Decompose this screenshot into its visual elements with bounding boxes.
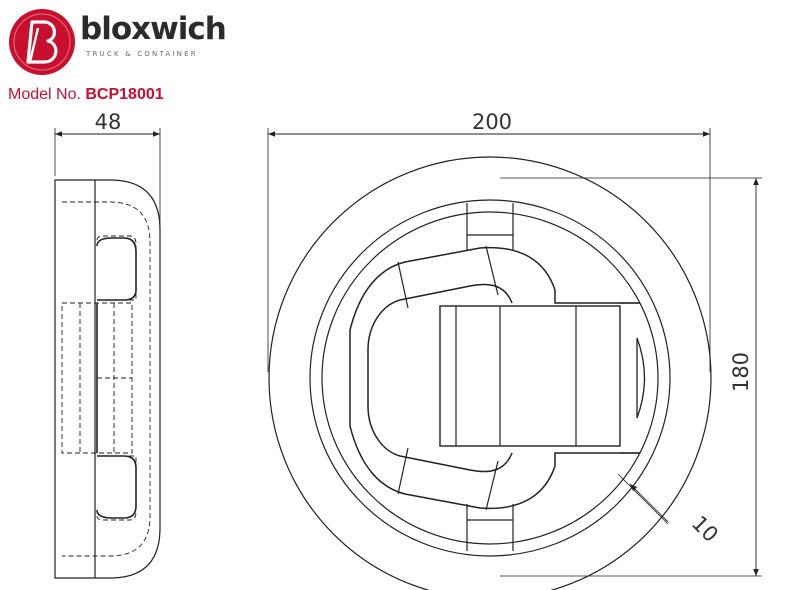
model-number: BCP18001 [85, 86, 164, 103]
width-dimension-label: 200 [472, 110, 512, 134]
offset-dimension-label: 10 [687, 511, 723, 547]
brand-tagline: TRUCK & CONTAINER [86, 50, 198, 58]
side-view [54, 128, 161, 579]
bloxwich-b-icon [9, 9, 75, 75]
front-view [267, 128, 762, 590]
depth-dimension-label: 48 [95, 110, 122, 134]
model-line: Model No. BCP18001 [8, 86, 164, 104]
model-label: Model No. [8, 86, 81, 103]
height-dimension-label: 180 [729, 352, 753, 392]
brand-name: bloxwich [80, 11, 227, 47]
offset-dimension-line [629, 483, 669, 523]
